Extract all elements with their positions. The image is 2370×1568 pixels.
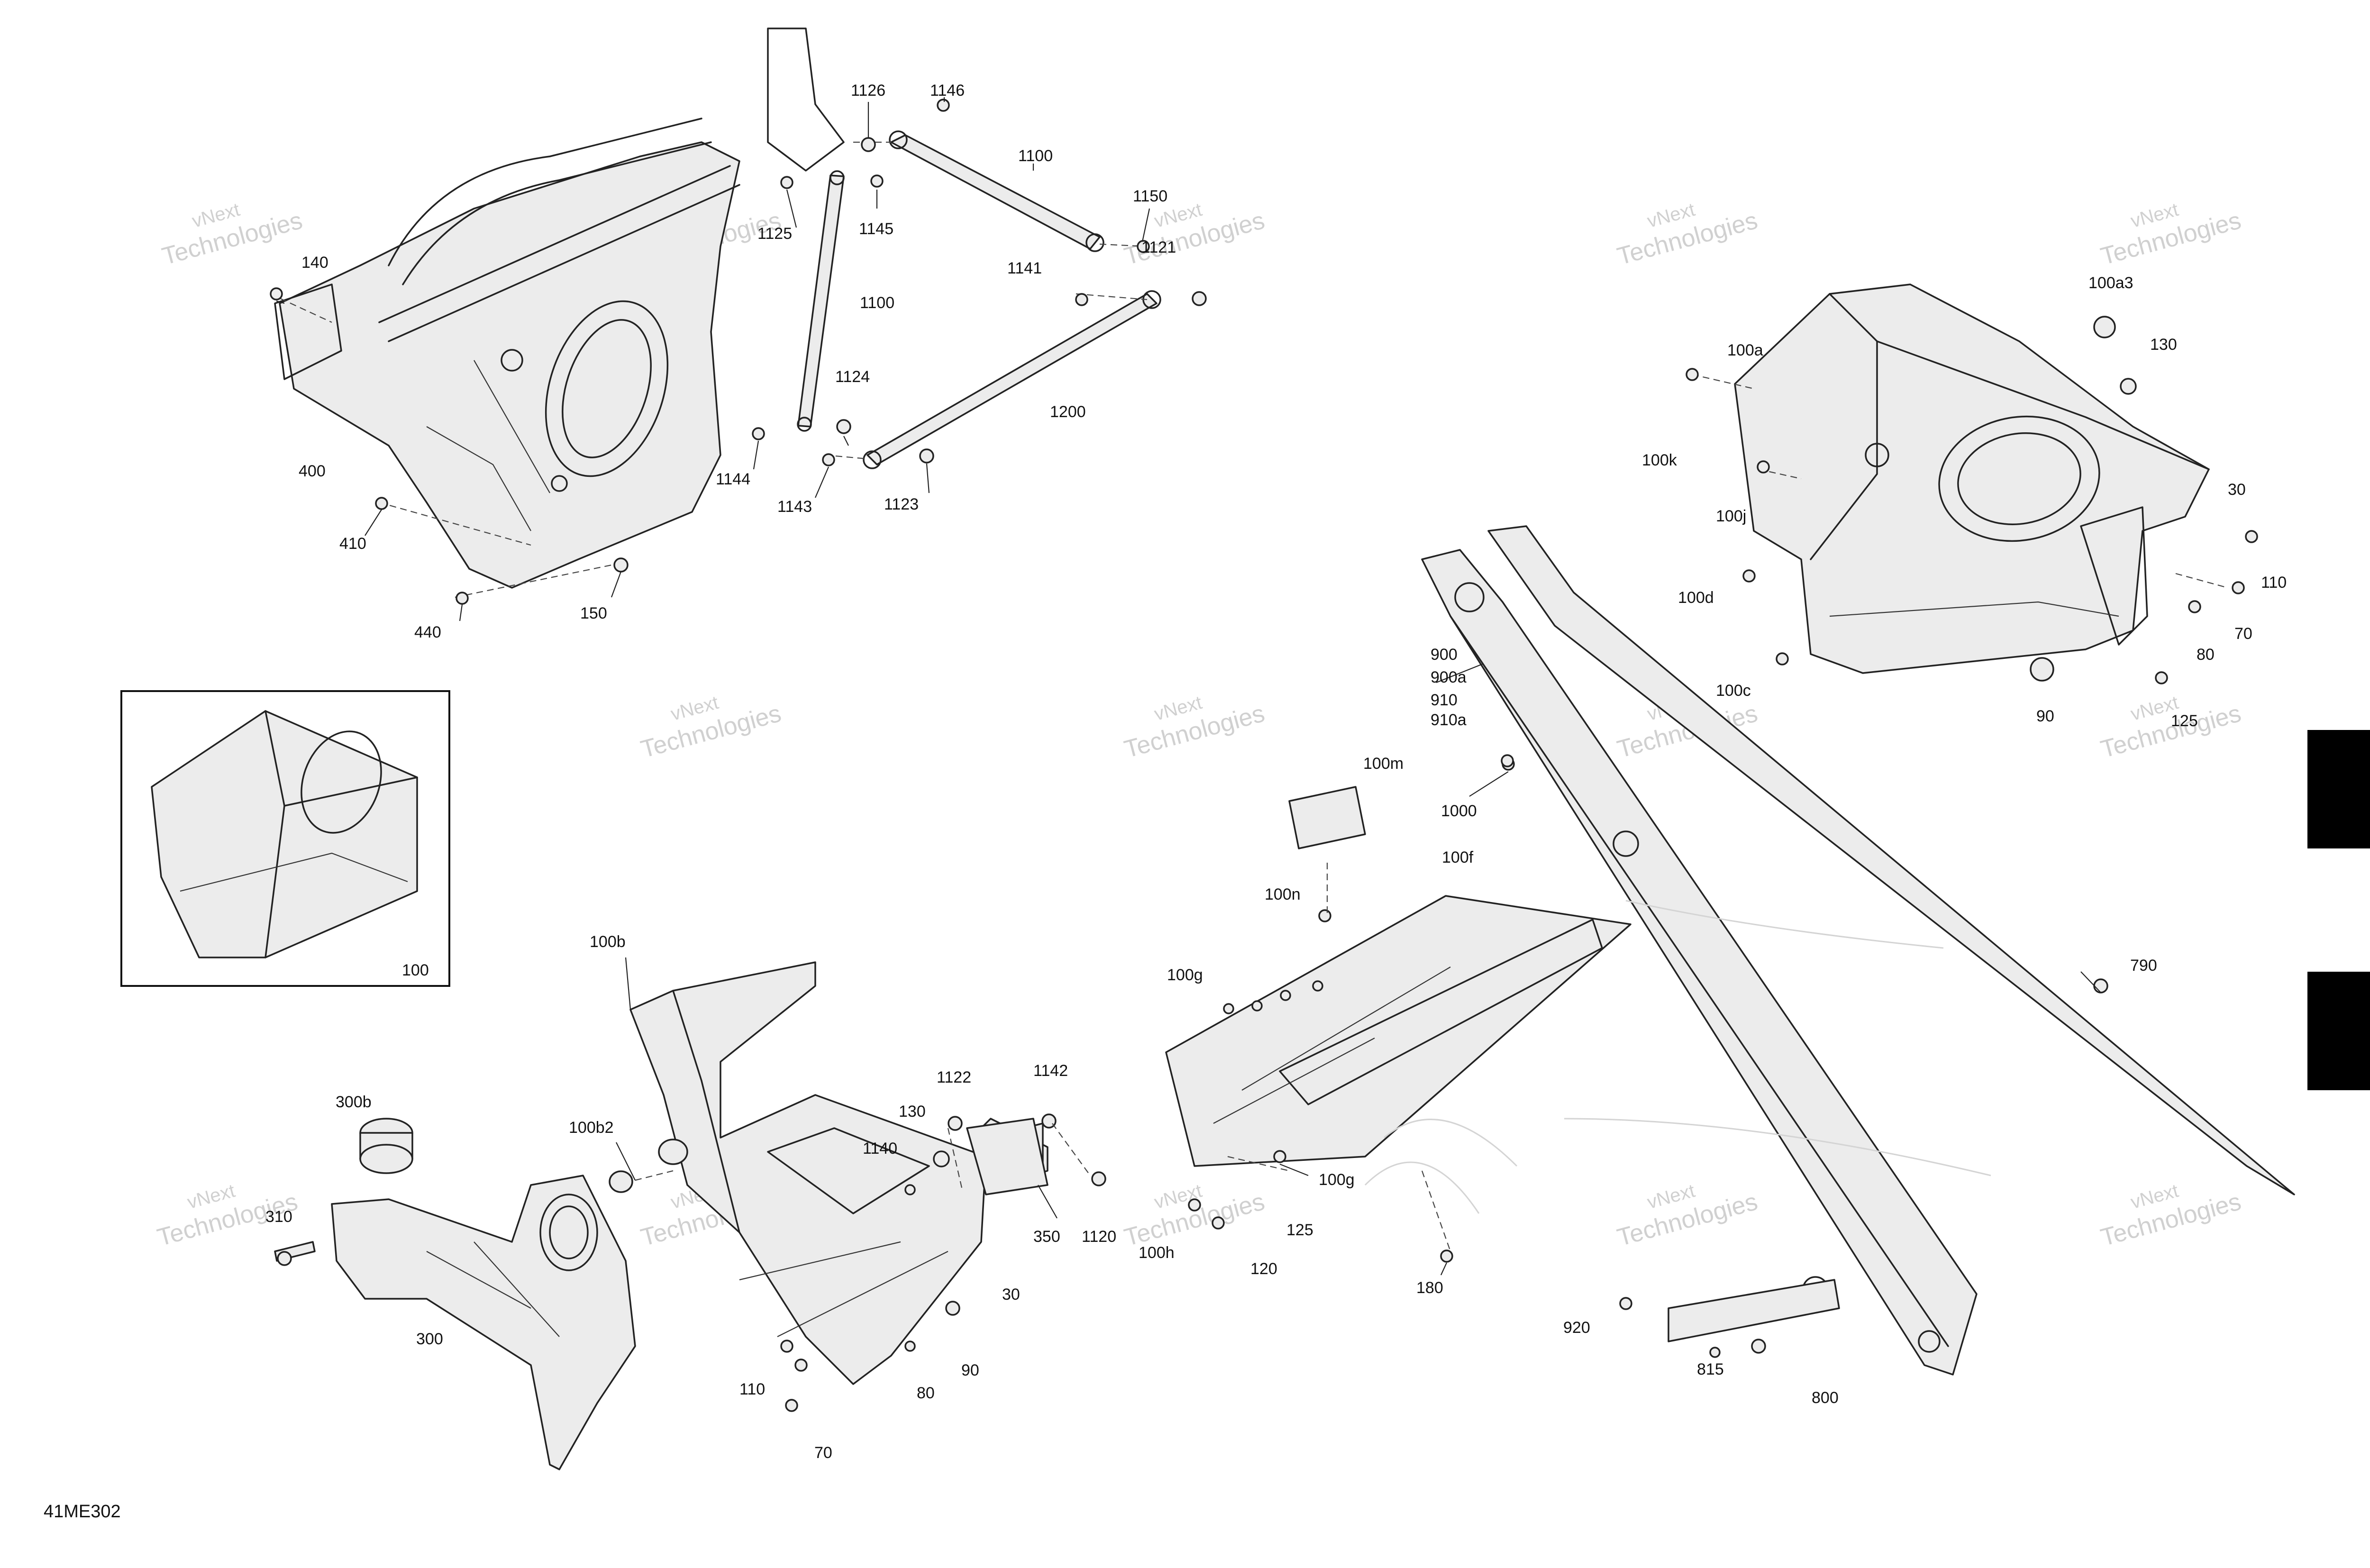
label-30-bl: 30 [1002,1285,1020,1304]
label-100m: 100m [1363,755,1404,773]
fasteners-top-left [270,99,1207,605]
label-1143: 1143 [777,498,812,516]
label-80-bl: 80 [917,1384,935,1402]
label-110-bl: 110 [739,1380,765,1398]
label-1124: 1124 [835,368,870,386]
label-90-tr: 90 [2036,707,2054,725]
label-1121: 1121 [1141,238,1176,256]
label-100k: 100k [1642,451,1677,469]
label-1142: 1142 [1033,1062,1068,1080]
label-300: 300 [416,1330,443,1348]
label-100j: 100j [1716,507,1746,525]
label-410: 410 [339,535,366,553]
label-910: 910 [1431,691,1458,709]
label-815: 815 [1697,1360,1724,1378]
label-300b: 300b [336,1093,372,1111]
section-tab-upper [2307,730,2370,848]
label-100g-b: 100g [1319,1171,1355,1189]
label-440: 440 [414,623,441,641]
label-1100-top: 1100 [1018,147,1053,165]
label-100c: 100c [1716,682,1751,700]
label-1000: 1000 [1441,802,1477,820]
label-70-tr: 70 [2234,625,2252,643]
label-100g-a: 100g [1167,966,1203,984]
label-920: 920 [1563,1319,1590,1337]
label-140: 140 [301,254,328,272]
label-100h: 100h [1139,1244,1175,1262]
label-100b2: 100b2 [569,1119,614,1137]
label-100a: 100a [1727,341,1763,359]
label-1140: 1140 [863,1140,897,1158]
leader-lines [276,97,2101,1276]
label-30-tr: 30 [2228,481,2246,499]
tie-rods [797,130,1161,469]
label-910a: 910a [1431,711,1467,729]
mid-frame-assembly [629,961,1106,1412]
label-790: 790 [2130,957,2157,975]
label-1146: 1146 [930,82,965,100]
label-130-bl: 130 [899,1103,926,1121]
label-900: 900 [1431,646,1458,664]
label-1145: 1145 [859,220,893,238]
label-400: 400 [299,462,326,480]
label-120: 120 [1250,1260,1277,1278]
label-1150: 1150 [1133,187,1167,205]
label-1141: 1141 [1007,259,1042,277]
label-125-mid: 125 [1286,1221,1313,1239]
section-tab-lower [2307,972,2370,1090]
label-310: 310 [265,1208,292,1226]
label-1122: 1122 [937,1068,971,1086]
label-150: 150 [580,604,607,622]
label-90-bl: 90 [961,1361,979,1379]
inset-overview: 100 [120,690,450,987]
label-100b: 100b [590,933,626,951]
skid-plate-assembly [1165,754,1632,1263]
label-1200: 1200 [1050,403,1086,421]
label-100a3: 100a3 [2088,274,2133,292]
label-130-tr: 130 [2150,336,2177,354]
label-125-tr: 125 [2171,712,2198,730]
part-number-labels: 1126 1146 1100 1150 1121 1125 1145 1100 … [265,82,2287,1462]
label-80-tr: 80 [2197,646,2215,664]
trailing-arm-assembly [1421,525,2295,1376]
rear-support-assembly [274,1118,636,1470]
label-1144: 1144 [716,470,750,488]
label-1100-mid: 1100 [860,294,894,312]
inset-label: 100 [402,961,429,979]
label-100n: 100n [1265,885,1301,903]
label-1120: 1120 [1082,1228,1116,1246]
front-frame-assembly [270,27,845,598]
label-70-bl: 70 [814,1444,832,1462]
label-1125: 1125 [757,225,792,243]
label-1123: 1123 [884,495,919,513]
rear-frame-assembly [1686,283,2258,684]
label-800: 800 [1812,1389,1839,1407]
label-1126: 1126 [851,82,885,100]
diagram-code: 41ME302 [44,1502,121,1522]
label-900a: 900a [1431,668,1467,686]
label-180: 180 [1416,1279,1443,1297]
label-100f: 100f [1442,848,1474,866]
label-110-tr: 110 [2261,574,2287,592]
label-100d: 100d [1678,589,1714,607]
label-350: 350 [1033,1228,1060,1246]
